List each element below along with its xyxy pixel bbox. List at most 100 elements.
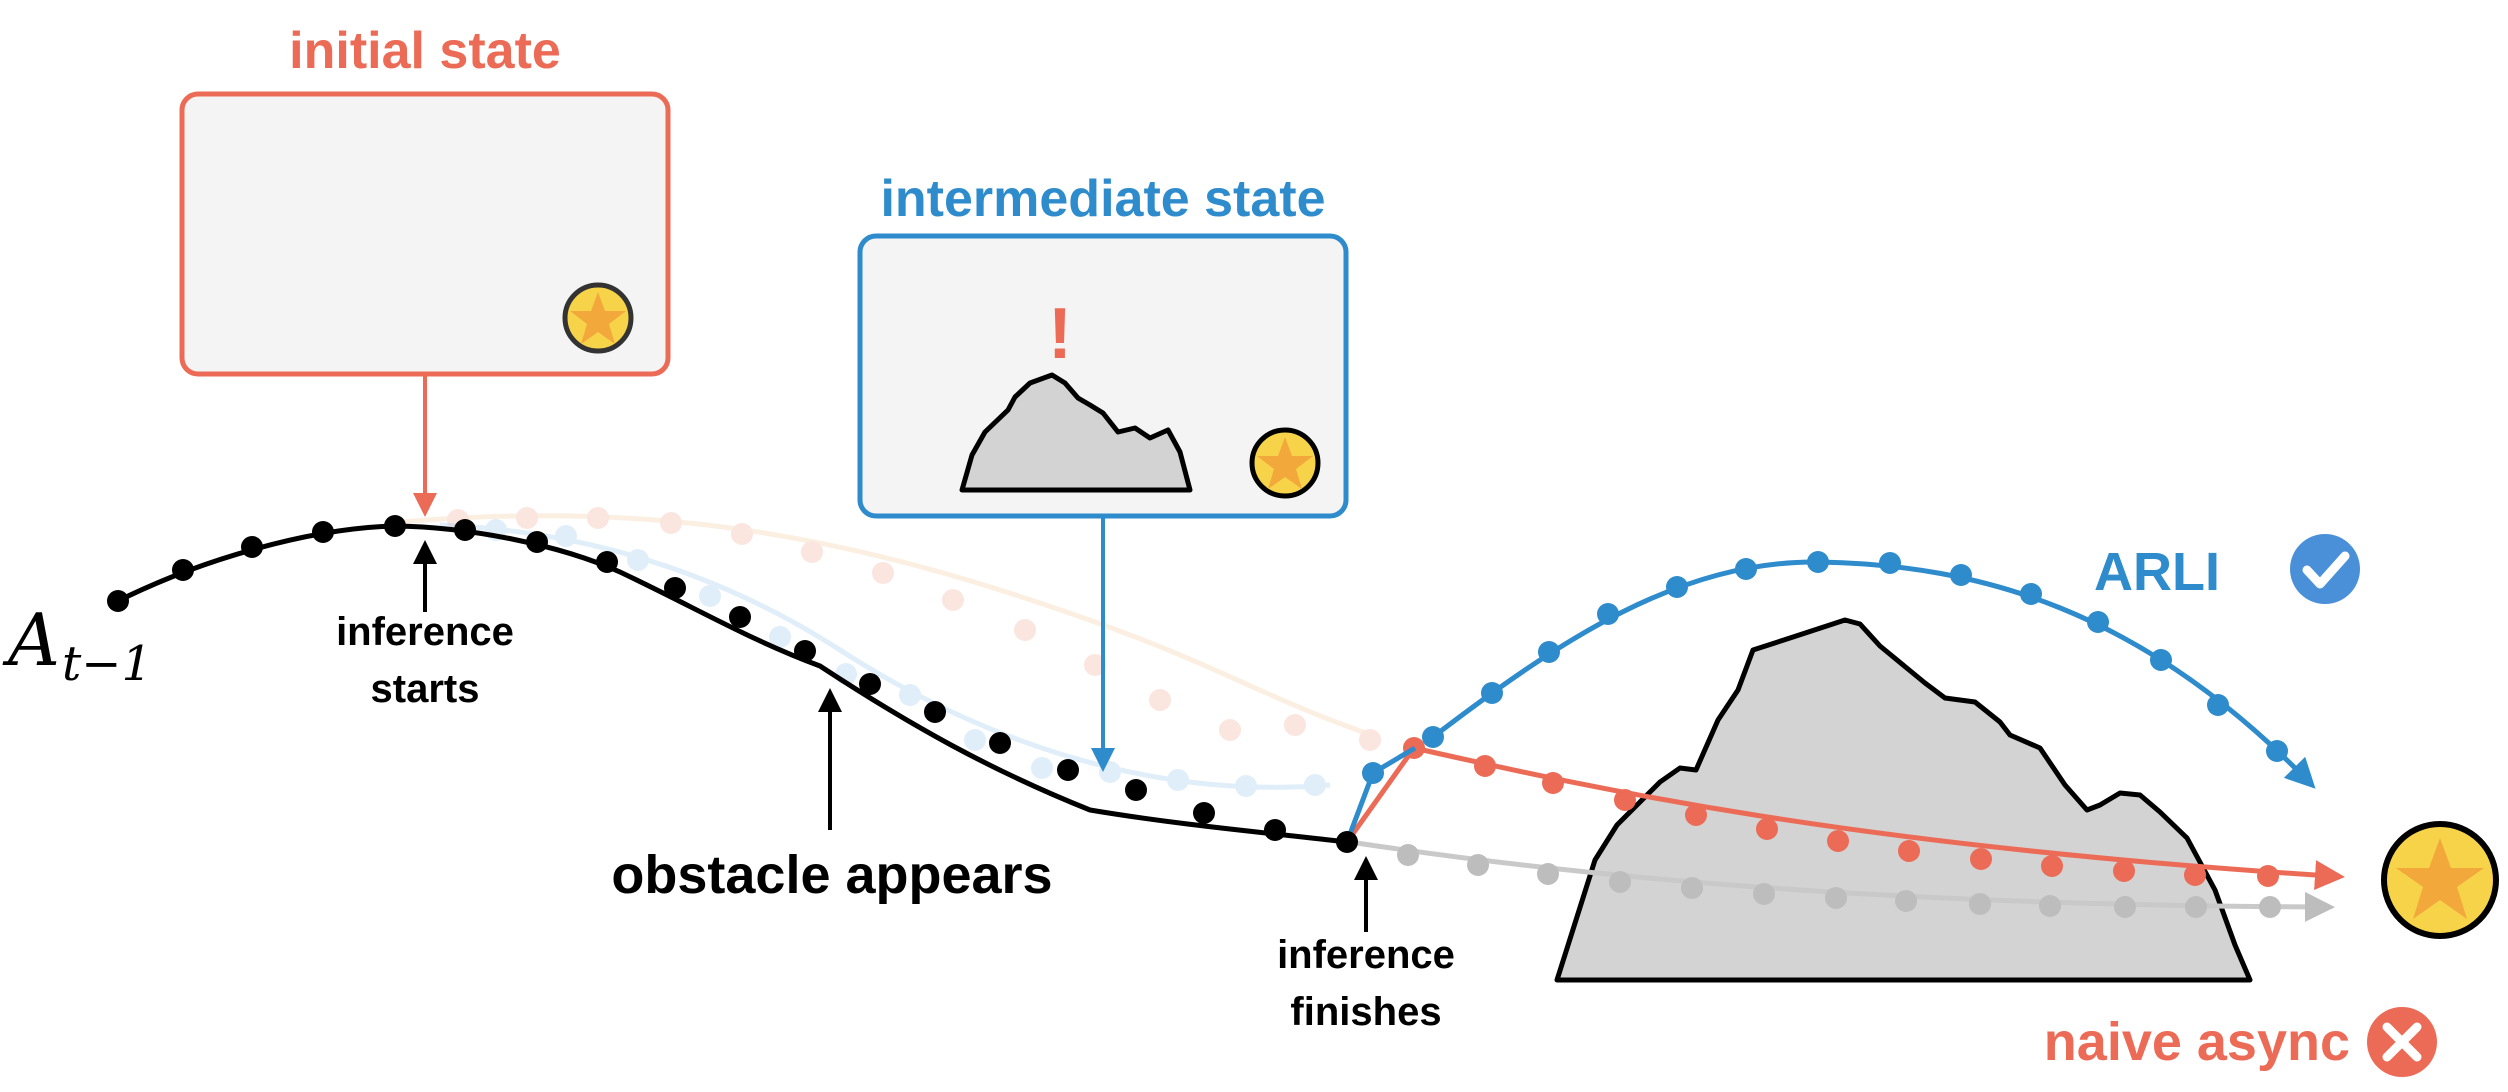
waypoint-dot — [1537, 863, 1559, 885]
waypoint-dot — [729, 606, 751, 628]
waypoint-dot — [1681, 877, 1703, 899]
waypoint-dot — [2184, 864, 2206, 886]
check-icon — [2290, 534, 2360, 604]
initial-state-panel — [179, 91, 671, 377]
waypoint-dot — [2087, 611, 2109, 633]
waypoint-dot — [2039, 895, 2061, 917]
waypoint-dot — [1235, 775, 1257, 797]
discarded-trajectory — [1349, 839, 2335, 922]
waypoint-dot — [1756, 818, 1778, 840]
waypoint-dot — [2207, 694, 2229, 716]
waypoint-dot — [1099, 761, 1121, 783]
waypoint-dot — [172, 559, 194, 581]
waypoint-dot — [660, 512, 682, 534]
waypoint-dot — [664, 577, 686, 599]
waypoint-dot — [1827, 830, 1849, 852]
waypoint-dot — [1735, 558, 1757, 580]
waypoint-dot — [1542, 772, 1564, 794]
waypoint-dot — [1898, 840, 1920, 862]
panel-rock-icon — [959, 372, 1193, 493]
waypoint-dot — [1219, 719, 1241, 741]
waypoint-dot — [1057, 759, 1079, 781]
waypoint-dot — [899, 684, 921, 706]
waypoint-dot — [2266, 740, 2288, 762]
waypoint-dot — [526, 531, 548, 553]
waypoint-dot — [1950, 564, 1972, 586]
waypoint-dot — [2114, 896, 2136, 918]
waypoint-dot — [1031, 757, 1053, 779]
waypoint-dot — [241, 536, 263, 558]
obstacle-appears-label: obstacle appears — [611, 845, 1052, 905]
waypoint-dot — [107, 590, 129, 612]
waypoint-dot — [2150, 649, 2172, 671]
waypoint-dot — [1467, 854, 1489, 876]
waypoint-dot — [596, 551, 618, 573]
arli-trajectory — [1344, 551, 2316, 843]
goal-star-icon — [1249, 427, 1321, 499]
waypoint-dot — [1970, 848, 1992, 870]
svg-text:A: A — [2, 598, 60, 682]
intermediate-state-panel: ! — [857, 233, 1349, 519]
waypoint-dot — [2185, 896, 2207, 918]
waypoint-dot — [1014, 619, 1036, 641]
waypoint-dot — [312, 521, 334, 543]
waypoint-dot — [384, 515, 406, 537]
waypoint-dot — [1685, 804, 1707, 826]
x-icon — [2367, 1007, 2437, 1077]
waypoint-dot — [872, 562, 894, 584]
inference-starts-label-line1: inference — [336, 610, 514, 654]
waypoint-dot — [769, 626, 791, 648]
waypoint-dot — [1336, 831, 1358, 853]
waypoint-dot — [699, 585, 721, 607]
svg-text:t−1: t−1 — [62, 636, 152, 692]
waypoint-dot — [1614, 789, 1636, 811]
waypoint-dot — [1284, 714, 1306, 736]
executed-trajectory — [107, 515, 1358, 853]
waypoint-dot — [454, 519, 476, 541]
waypoint-dot — [516, 507, 538, 529]
waypoint-dot — [587, 507, 609, 529]
waypoint-dot — [1193, 802, 1215, 824]
exclamation-icon: ! — [1048, 294, 1072, 374]
waypoint-dot — [1481, 682, 1503, 704]
waypoint-dot — [1422, 726, 1444, 748]
waypoint-dot — [731, 523, 753, 545]
goal-star-icon — [562, 282, 634, 354]
action-chunk-label: A t−1 — [2, 598, 152, 692]
waypoint-dot — [964, 729, 986, 751]
svg-text:!: ! — [1048, 294, 1072, 374]
waypoint-dot — [555, 525, 577, 547]
waypoint-dot — [989, 732, 1011, 754]
waypoint-dot — [2020, 583, 2042, 605]
waypoint-dot — [1969, 893, 1991, 915]
waypoint-dot — [1895, 890, 1917, 912]
waypoint-dot — [627, 549, 649, 571]
waypoint-dot — [2259, 896, 2281, 918]
waypoint-dot — [1167, 769, 1189, 791]
waypoint-dot — [2041, 855, 2063, 877]
naive-async-trajectory — [1344, 737, 2345, 891]
waypoint-dot — [924, 701, 946, 723]
waypoint-dot — [942, 589, 964, 611]
stale-intermediate-trajectory — [439, 519, 1331, 797]
stale-initial-trajectory — [399, 507, 1381, 751]
waypoint-dot — [2257, 865, 2279, 887]
waypoint-dot — [1264, 819, 1286, 841]
waypoint-dot — [1879, 552, 1901, 574]
waypoint-dot — [801, 541, 823, 563]
waypoint-dot — [1474, 755, 1496, 777]
intermediate-state-title: intermediate state — [880, 170, 1325, 228]
waypoint-dot — [1666, 576, 1688, 598]
naive-async-label: naive async — [2044, 1012, 2350, 1072]
waypoint-dot — [1362, 762, 1384, 784]
waypoint-dot — [1609, 871, 1631, 893]
arli-label: ARLI — [2094, 542, 2220, 602]
waypoint-dot — [794, 640, 816, 662]
waypoint-dot — [1538, 641, 1560, 663]
waypoint-dot — [1125, 779, 1147, 801]
waypoint-dot — [1397, 844, 1419, 866]
inference-starts-label-line2: starts — [371, 667, 480, 711]
obstacle-rock — [1554, 617, 2253, 983]
inference-finishes-label-line2: finishes — [1290, 990, 1441, 1034]
